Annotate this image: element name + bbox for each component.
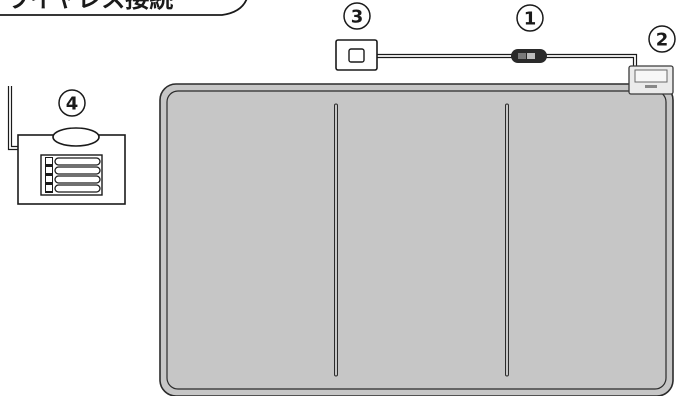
panel-divider-left [335,104,338,376]
callout-2: 2 [649,26,675,52]
power-cable [376,56,635,72]
title-banner: ワイヤレス接続 [0,0,248,15]
inline-switch [511,49,547,63]
heating-panel [160,84,673,396]
controller-slot [55,158,100,165]
callout-3: 3 [344,3,370,29]
controller-slot [55,167,100,174]
callout-4: 4 [59,90,85,116]
panel-divider-right [506,104,509,376]
title-text: ワイヤレス接続 [6,0,173,13]
panel-connector [629,66,673,94]
callout-3-label: 3 [351,7,364,28]
power-adapter [336,40,377,70]
controller-slot [55,185,100,192]
controller-slot [55,176,100,183]
callout-1-label: 1 [524,9,537,30]
callout-4-label: 4 [66,94,79,115]
callout-1: 1 [517,5,543,31]
callout-2-label: 2 [656,30,669,51]
